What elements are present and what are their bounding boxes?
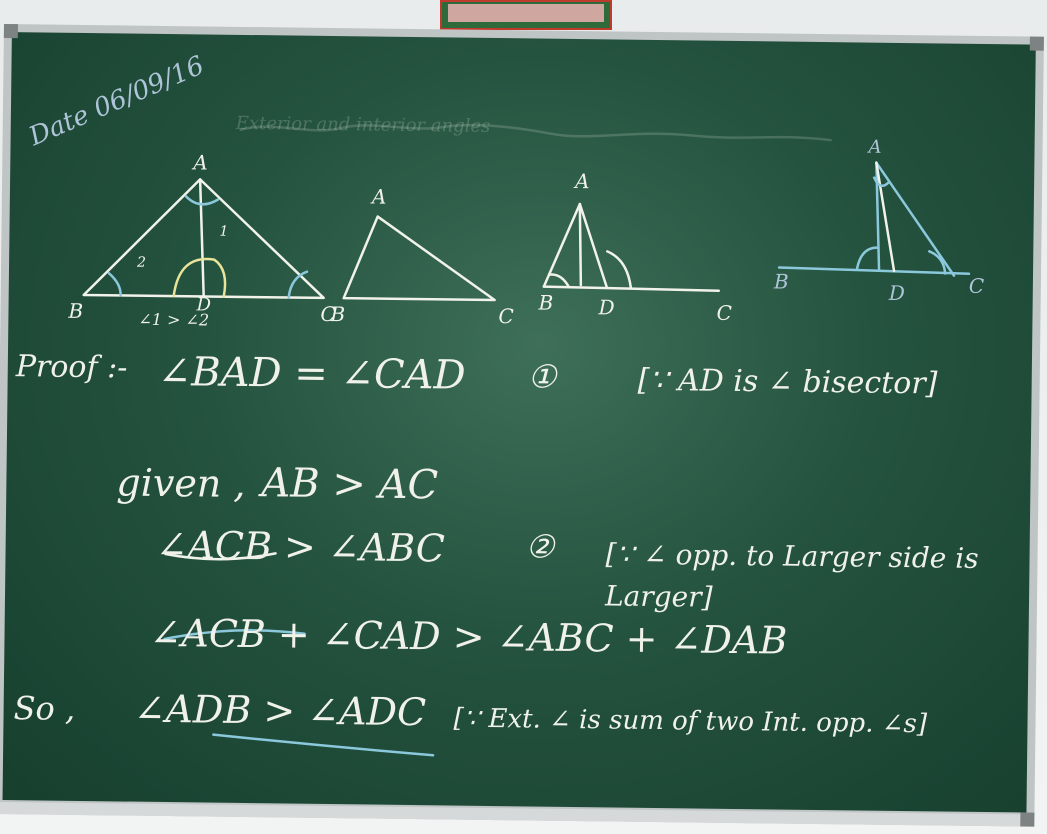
- t3-label-c: C: [716, 300, 732, 325]
- t1-label-a: A: [193, 150, 208, 175]
- frame-corner-top-right: [1029, 36, 1044, 51]
- t2-label-b: B: [330, 302, 346, 327]
- triangle-2: [342, 215, 496, 302]
- blackboard: Date 06/09/16 Exterior and interior angl…: [2, 32, 1036, 813]
- triangle-4-segment-ad: [875, 161, 896, 273]
- triangle-1: [82, 178, 325, 300]
- triangle-3: [542, 202, 721, 293]
- frame-corner-top-left: [3, 24, 18, 39]
- triangle-2-sides: [342, 215, 496, 302]
- step2-ref: ②: [525, 527, 555, 566]
- t1-label-2: 2: [136, 254, 147, 271]
- proof-label: Proof :-: [15, 349, 128, 386]
- faint-header-scribble: [239, 124, 832, 142]
- triangle-3-median: [578, 202, 583, 287]
- so-label: So ,: [13, 689, 76, 728]
- triangle-4-angle-c: [928, 250, 947, 275]
- triangle-4-right-side: [875, 161, 956, 277]
- t1-angle-note: ∠1 > ∠2: [138, 309, 210, 330]
- triangle-4: [777, 161, 971, 277]
- frame-corner-bottom-right: [1020, 812, 1035, 827]
- triangle-4-angle-a: [872, 176, 890, 188]
- blackboard-frame: Date 06/09/16 Exterior and interior angl…: [0, 24, 1044, 827]
- triangle-3-angle-d: [606, 250, 633, 289]
- t1-label-1: 1: [219, 223, 229, 240]
- triangle-1-angle-d: [172, 257, 227, 298]
- proof-reason: [∵ AD is ∠ bisector]: [637, 362, 938, 402]
- t4-label-d: D: [888, 280, 905, 306]
- so-reason: [∵ Ext. ∠ is sum of two Int. opp. ∠s]: [453, 703, 928, 740]
- t1-label-b: B: [68, 298, 84, 323]
- wall-poster: [440, 0, 612, 30]
- triangle-3-angle-b: [547, 273, 571, 289]
- triangle-1-angle-a: [184, 194, 220, 206]
- t4-label-c: C: [968, 273, 985, 298]
- proof-expr: ∠BAD = ∠CAD: [157, 348, 466, 399]
- t2-label-c: C: [498, 304, 514, 329]
- t3-label-a: A: [574, 168, 590, 194]
- given-label: given ,: [116, 460, 246, 506]
- triangle-4-angle-adb: [855, 246, 879, 270]
- t3-label-b: B: [538, 290, 554, 315]
- underline-adb: [212, 733, 435, 757]
- step2-expr: ∠ACB > ∠ABC: [155, 522, 446, 571]
- triangle-1-bisector: [198, 178, 205, 298]
- proof-ref: ①: [527, 357, 557, 396]
- step3-expr: ∠ACB + ∠CAD > ∠ABC + ∠DAB: [149, 610, 788, 663]
- step2-reason: [∵ ∠ opp. to Larger side is Larger]: [604, 537, 979, 614]
- triangle-3-sides: [542, 202, 609, 289]
- t4-label-a: A: [868, 136, 882, 158]
- triangle-1-angle-b: [107, 272, 122, 297]
- so-expr: ∠ADB > ∠ADC: [133, 686, 427, 735]
- given-expr: AB > AC: [261, 460, 439, 509]
- t3-label-d: D: [598, 295, 615, 320]
- t4-label-b: B: [773, 269, 789, 294]
- underline-acb-step2: [164, 552, 277, 561]
- triangle-4-base: [777, 266, 971, 276]
- t2-label-a: A: [371, 184, 387, 209]
- triangle-diagrams: [82, 124, 971, 757]
- underline-acb: [163, 629, 306, 641]
- triangle-1-angle-c: [287, 270, 309, 299]
- faint-header: Exterior and interior angles: [235, 112, 491, 137]
